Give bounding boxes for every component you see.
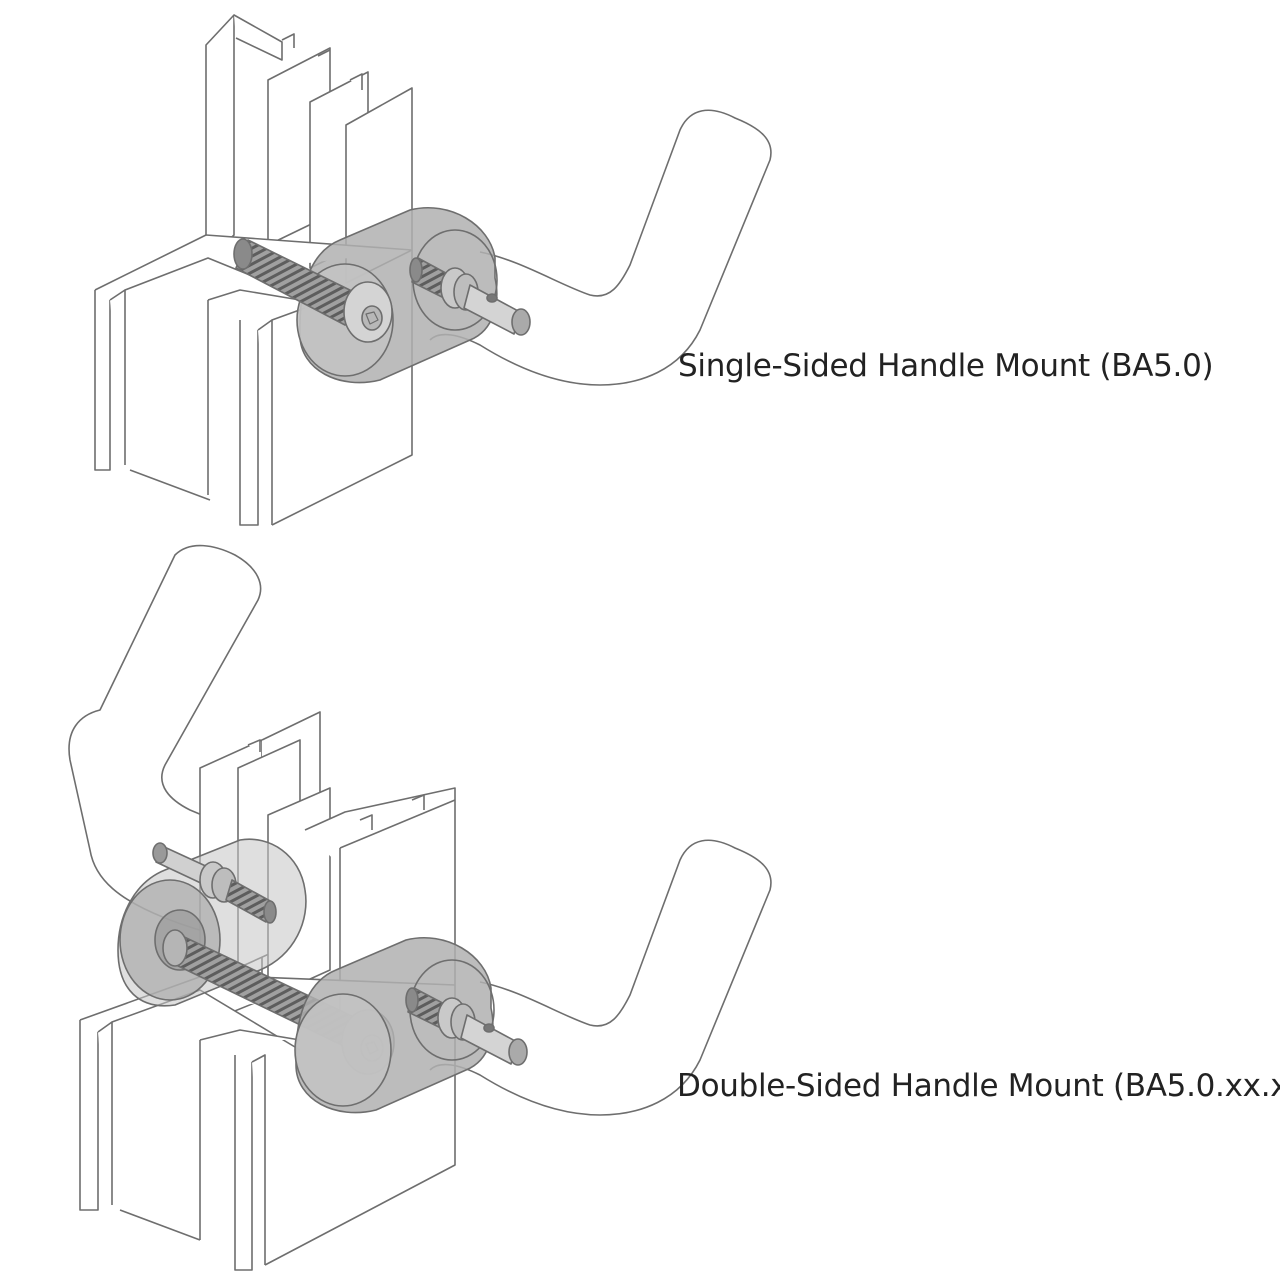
handle-outline xyxy=(429,109,772,386)
front-mount-block xyxy=(294,936,495,1114)
single-sided-assembly xyxy=(94,14,772,526)
stud-bolt xyxy=(409,257,531,336)
rear-stud-bolt xyxy=(152,842,277,924)
double-sided-caption: Double-Sided Handle Mount (BA5.0.xx.xx) xyxy=(677,1068,1280,1104)
anchor-bolt xyxy=(233,238,393,343)
front-stud-bolt xyxy=(405,987,528,1066)
double-sided-assembly xyxy=(68,544,772,1271)
single-sided-caption: Single-Sided Handle Mount (BA5.0) xyxy=(678,348,1214,384)
front-handle-outline xyxy=(429,839,772,1116)
